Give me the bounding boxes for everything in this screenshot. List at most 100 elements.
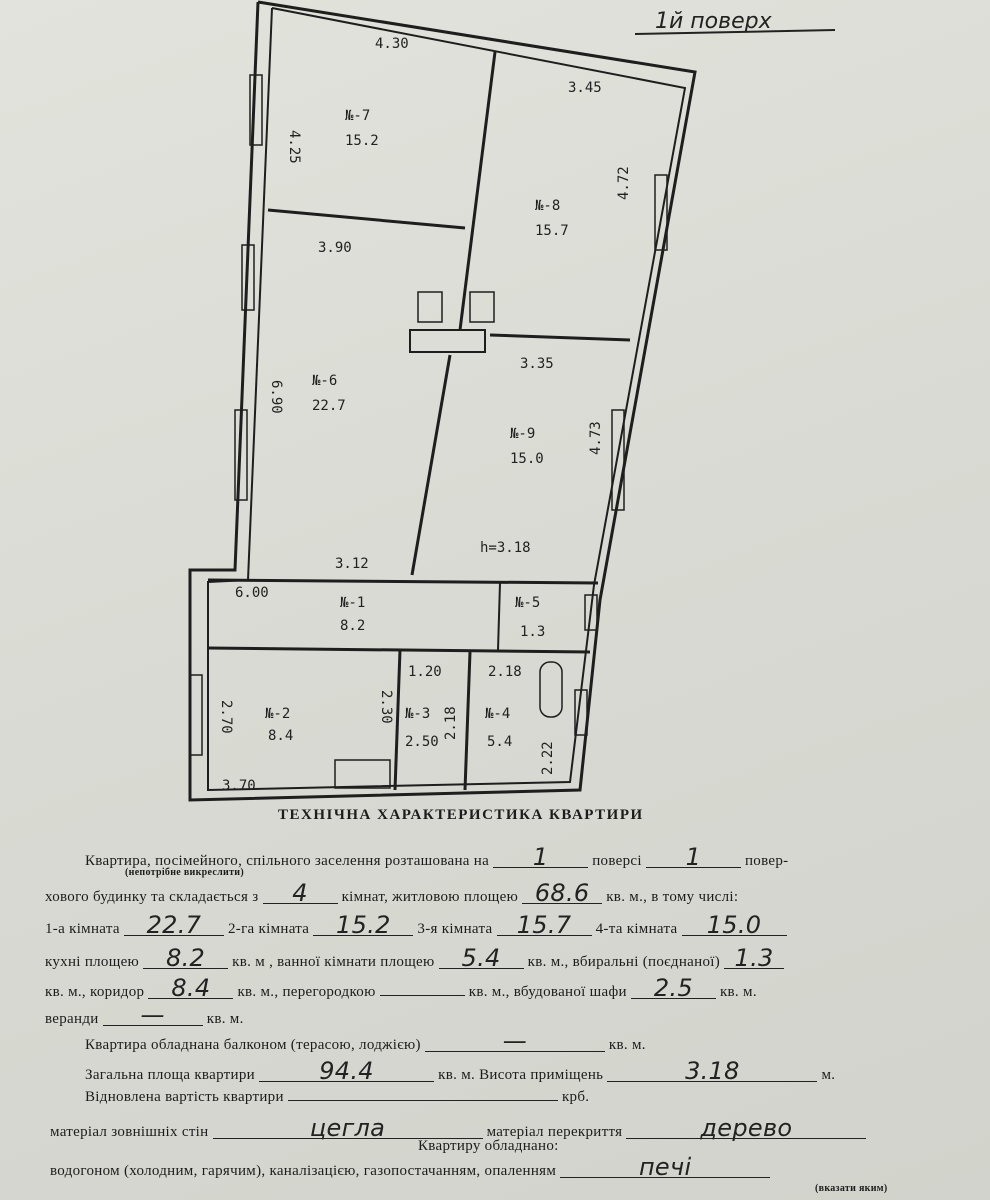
floors-total-value: 1 — [645, 845, 741, 869]
wall — [267, 208, 466, 230]
label: кв. м. Висота приміщень — [438, 1067, 604, 1083]
total-area-value: 94.4 — [259, 1059, 435, 1083]
window — [611, 409, 625, 511]
window — [234, 409, 248, 501]
dimension: 1.20 — [408, 664, 442, 680]
dimension: 2.22 — [540, 741, 556, 775]
ceiling-material-value: дерево — [626, 1116, 867, 1140]
dimension: 4.73 — [588, 421, 604, 455]
label: кв. м., вбудованої шафи — [468, 984, 627, 1000]
dimension: 3.12 — [335, 556, 369, 572]
room-label: №-7 — [345, 108, 370, 124]
label: Відновлена вартість квартири — [85, 1089, 284, 1105]
label: кв. м., в тому числі: — [606, 889, 739, 905]
heating-value: печі — [560, 1155, 771, 1179]
cost-value — [287, 1100, 558, 1101]
label: кв. м., вбиральні (поєднаної) — [527, 954, 721, 970]
window — [574, 689, 588, 736]
label: крб. — [561, 1089, 590, 1105]
room-label: №-4 — [485, 706, 510, 722]
label: кв. м., коридор — [45, 984, 145, 1000]
balcony-value: — — [424, 1029, 605, 1053]
dimension: 6.90 — [268, 380, 284, 414]
room-area: 15.2 — [345, 133, 379, 149]
label: Квартира обладнана балконом (терасою, ло… — [85, 1037, 421, 1053]
wall — [463, 651, 472, 791]
label: кв. м , ванної кімнати площею — [232, 954, 435, 970]
wall — [393, 649, 402, 791]
room4-value: 15.0 — [681, 913, 787, 937]
partition-value — [379, 995, 465, 996]
floor-title: 1й поверх — [655, 9, 773, 34]
closet-value: 2.5 — [630, 976, 716, 1000]
label: матеріал зовнішніх стін — [50, 1124, 209, 1140]
room-label: №-3 — [405, 706, 430, 722]
dimension: 2.70 — [218, 700, 234, 734]
window — [189, 674, 203, 756]
room-area: 22.7 — [312, 398, 346, 414]
label: матеріал перекриття — [486, 1124, 623, 1140]
window — [241, 244, 255, 311]
label: кв. м. — [719, 984, 757, 1000]
wall — [489, 333, 631, 342]
dimension: 3.90 — [318, 240, 352, 256]
room2-value: 15.2 — [313, 913, 414, 937]
label: кв. м. — [608, 1037, 646, 1053]
heading: ТЕХНІЧНА ХАРАКТЕРИСТИКА КВАРТИРИ — [278, 807, 644, 823]
veranda-value: — — [102, 1003, 203, 1027]
room-label: №-5 — [515, 595, 540, 611]
label: водогоном (холодним, гарячим), каналізац… — [50, 1163, 557, 1179]
strike-note: (непотрібне викреслити) — [125, 867, 244, 878]
bath-value: 5.4 — [438, 946, 524, 970]
label: Квартира, посімейного, спільного заселен… — [85, 853, 490, 869]
dimension: h=3.18 — [480, 540, 531, 556]
wc-value: 1.3 — [724, 946, 785, 970]
equipped-heading: Квартиру обладнано: — [418, 1138, 559, 1154]
label: кімнат, житловою площею — [341, 889, 519, 905]
dimension: 2.30 — [378, 690, 394, 724]
room3-value: 15.7 — [496, 913, 592, 937]
window — [584, 594, 598, 631]
height-value: 3.18 — [607, 1059, 818, 1083]
stove — [334, 759, 391, 789]
rooms-count-value: 4 — [262, 881, 338, 905]
room-area: 15.0 — [510, 451, 544, 467]
room-label: №-9 — [510, 426, 535, 442]
walls-material-value: цегла — [212, 1116, 483, 1140]
room-area: 2.50 — [405, 734, 439, 750]
wall — [497, 582, 501, 651]
dimension: 3.45 — [568, 80, 602, 96]
label: Загальна площа квартири — [85, 1067, 255, 1083]
dimension: 4.25 — [286, 130, 302, 164]
room-label: №-8 — [535, 198, 560, 214]
room-label: №-6 — [312, 373, 337, 389]
living-area-value: 68.6 — [522, 881, 603, 905]
vent — [417, 291, 443, 323]
label: веранди — [45, 1011, 99, 1027]
wall — [207, 578, 599, 585]
wall — [458, 51, 497, 331]
dimension: 6.00 — [235, 585, 269, 601]
dimension: 4.72 — [616, 166, 632, 200]
bathtub — [539, 661, 563, 718]
specify-note: (вказати яким) — [815, 1183, 888, 1194]
window — [654, 174, 668, 251]
corridor-value: 8.4 — [148, 976, 234, 1000]
room-area: 15.7 — [535, 223, 569, 239]
dimension: 2.18 — [488, 664, 522, 680]
vent — [469, 291, 495, 323]
label: кв. м., перегородкою — [237, 984, 376, 1000]
wall — [410, 354, 452, 576]
room-label: №-1 — [340, 595, 365, 611]
label: 3-я кімната — [417, 921, 493, 937]
room-label: №-2 — [265, 706, 290, 722]
label: поверсі — [592, 853, 642, 869]
label: кухні площею — [45, 954, 140, 970]
dimension: 3.35 — [520, 356, 554, 372]
dimension: 4.30 — [375, 36, 409, 52]
room-area: 8.2 — [340, 618, 365, 634]
room1-value: 22.7 — [123, 913, 224, 937]
kitchen-value: 8.2 — [143, 946, 229, 970]
floor-value: 1 — [493, 845, 589, 869]
